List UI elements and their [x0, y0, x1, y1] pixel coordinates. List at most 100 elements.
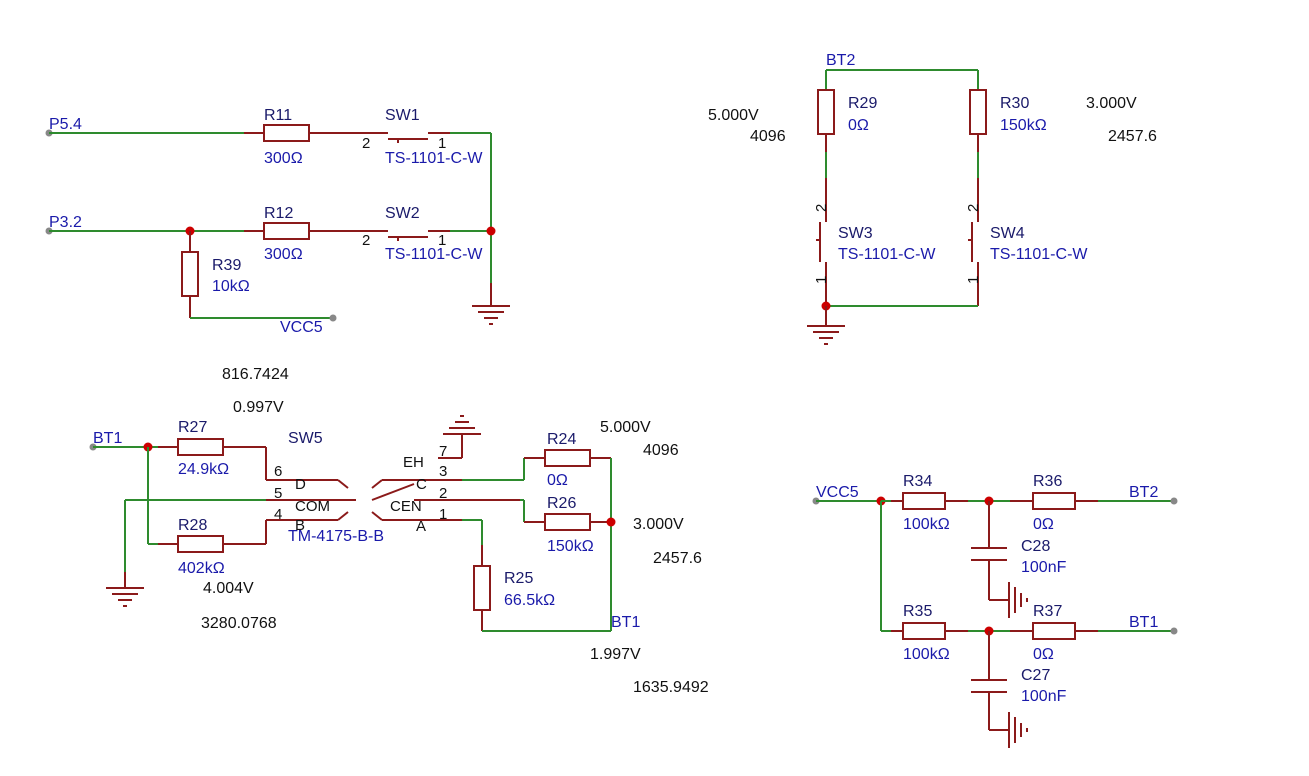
ref-r11: R11	[264, 107, 292, 124]
value-r25: 66.5kΩ	[504, 592, 555, 609]
switch-sw5-lever[interactable]	[371, 483, 415, 501]
ground-icon	[106, 587, 144, 607]
junction-dot	[486, 226, 496, 236]
probe-adc: 816.7424	[222, 366, 289, 383]
value-r34: 100kΩ	[903, 516, 950, 533]
probe-voltage: 3.000V	[633, 516, 684, 533]
resistor-r37[interactable]	[1032, 622, 1076, 640]
value-r11: 300Ω	[264, 150, 303, 167]
probe-voltage: 3.000V	[1086, 95, 1137, 112]
value-r35: 100kΩ	[903, 646, 950, 663]
ground-icon	[807, 325, 845, 345]
net-label-vcc5: VCC5	[280, 319, 323, 336]
ref-r30: R30	[1000, 95, 1029, 112]
ref-r27: R27	[178, 419, 207, 436]
resistor-r26[interactable]	[544, 513, 591, 531]
probe-adc: 4096	[643, 442, 679, 459]
probe-voltage: 5.000V	[600, 419, 651, 436]
sw5-label-a: A	[416, 518, 426, 535]
value-r36: 0Ω	[1033, 516, 1054, 533]
ref-r29: R29	[848, 95, 877, 112]
pin-label: 2	[362, 135, 370, 152]
probe-adc: 2457.6	[653, 550, 702, 567]
terminal-vcc5[interactable]	[329, 314, 337, 322]
pin-label: 7	[439, 443, 447, 460]
resistor-r34[interactable]	[902, 492, 946, 510]
circuit-p54-p32: P5.4 R11 300Ω 2 1 SW1 TS-1101-C-W P3.2 R…	[45, 107, 510, 336]
value-r37: 0Ω	[1033, 646, 1054, 663]
probe-voltage: 0.997V	[233, 399, 284, 416]
sw5-label-c: C	[416, 476, 427, 493]
ground-icon	[443, 415, 481, 435]
ref-sw1: SW1	[385, 107, 420, 124]
resistor-r29[interactable]	[817, 89, 835, 135]
pin-label: 2	[439, 485, 447, 502]
ref-r37: R37	[1033, 603, 1062, 620]
value-sw3: TS-1101-C-W	[838, 246, 936, 263]
pin-label: 1	[439, 506, 447, 523]
resistor-r35[interactable]	[902, 622, 946, 640]
value-c27: 100nF	[1021, 688, 1067, 705]
terminal-bt2[interactable]	[1170, 497, 1178, 505]
value-sw5: TM-4175-B-B	[288, 528, 384, 545]
circuit-rc-filters: VCC5 R34 100kΩ R36 0Ω BT2 C28 100nF	[812, 473, 1178, 748]
value-sw2: TS-1101-C-W	[385, 246, 483, 263]
net-label-bt1: BT1	[1129, 614, 1158, 631]
switch-contact	[337, 479, 349, 489]
net-label-p32: P3.2	[49, 214, 82, 231]
value-r24: 0Ω	[547, 472, 568, 489]
sw5-label-d: D	[295, 476, 306, 493]
net-label-bt1: BT1	[93, 430, 122, 447]
resistor-r25[interactable]	[473, 565, 491, 611]
resistor-r28[interactable]	[177, 535, 224, 553]
ground-icon	[1008, 582, 1028, 618]
net-label-vcc5: VCC5	[816, 484, 859, 501]
sw5-label-eh: EH	[403, 454, 424, 471]
value-r27: 24.9kΩ	[178, 461, 229, 478]
ref-r25: R25	[504, 570, 533, 587]
value-r39: 10kΩ	[212, 278, 250, 295]
ref-r28: R28	[178, 517, 207, 534]
ref-r34: R34	[903, 473, 932, 490]
resistor-r24[interactable]	[544, 449, 591, 467]
probe-adc: 4096	[750, 128, 786, 145]
value-c28: 100nF	[1021, 559, 1067, 576]
resistor-r39[interactable]	[181, 251, 199, 297]
net-label-bt2: BT2	[826, 52, 855, 69]
ref-c27: C27	[1021, 667, 1050, 684]
pin-label: 2	[813, 204, 830, 212]
ref-sw2: SW2	[385, 205, 420, 222]
ground-icon	[1008, 712, 1028, 748]
net-label-bt2: BT2	[1129, 484, 1158, 501]
ref-r35: R35	[903, 603, 932, 620]
value-r12: 300Ω	[264, 246, 303, 263]
pin-label: 1	[438, 135, 446, 152]
ref-r39: R39	[212, 257, 241, 274]
junction-dot	[606, 517, 616, 527]
resistor-r12[interactable]	[263, 222, 310, 240]
pin-label: 3	[439, 463, 447, 480]
resistor-r11[interactable]	[263, 124, 310, 142]
probe-voltage: 1.997V	[590, 646, 641, 663]
resistor-r30[interactable]	[969, 89, 987, 135]
ground-icon	[472, 305, 510, 325]
pin-label: 1	[965, 276, 982, 284]
pin-label: 1	[813, 276, 830, 284]
resistor-r27[interactable]	[177, 438, 224, 456]
net-label-bt1: BT1	[611, 614, 640, 631]
terminal-bt1[interactable]	[1170, 627, 1178, 635]
value-r26: 150kΩ	[547, 538, 594, 555]
ref-sw4: SW4	[990, 225, 1025, 242]
net-label-p54: P5.4	[49, 116, 82, 133]
probe-voltage: 5.000V	[708, 107, 759, 124]
sw5-label-com: COM	[295, 498, 330, 515]
value-r28: 402kΩ	[178, 560, 225, 577]
sw5-label-cen: CEN	[390, 498, 422, 515]
value-r30: 150kΩ	[1000, 117, 1047, 134]
ref-c28: C28	[1021, 538, 1050, 555]
value-sw1: TS-1101-C-W	[385, 150, 483, 167]
probe-adc: 3280.0768	[201, 615, 277, 632]
resistor-r36[interactable]	[1032, 492, 1076, 510]
pin-label: 2	[965, 204, 982, 212]
